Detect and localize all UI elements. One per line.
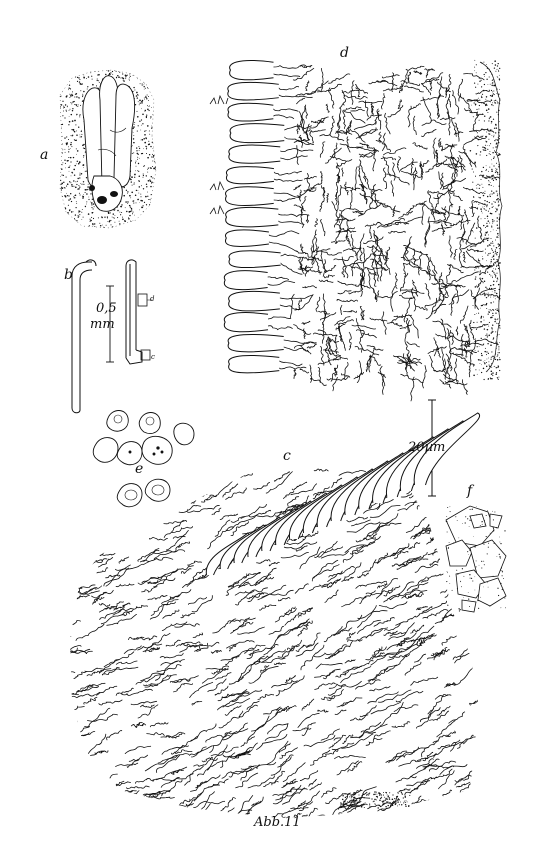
scale-b-unit: mm: [90, 317, 115, 332]
label-e: e: [135, 461, 144, 477]
section-sketch-b: [71, 259, 152, 414]
section-d: [209, 59, 503, 402]
label-d: d: [340, 45, 349, 61]
label-a: a: [40, 147, 49, 163]
figure-caption: Abb.11: [254, 815, 301, 830]
section-c-marker: a: [416, 635, 424, 649]
label-c: c: [283, 448, 291, 464]
sketch-b-marker-d: d: [150, 295, 155, 303]
section-c: [70, 412, 481, 818]
sketch-b-marker-c: c: [151, 353, 155, 361]
label-f: f: [467, 483, 473, 499]
fruitbody-sketch-a: [59, 69, 157, 229]
section-d-marker: a: [464, 336, 472, 350]
crystals-f: [445, 505, 507, 613]
label-b: b: [64, 267, 73, 283]
scale-b-value: 0,5: [96, 301, 117, 316]
spores-e: [92, 410, 195, 508]
scale-micro: 20µm: [408, 440, 446, 455]
